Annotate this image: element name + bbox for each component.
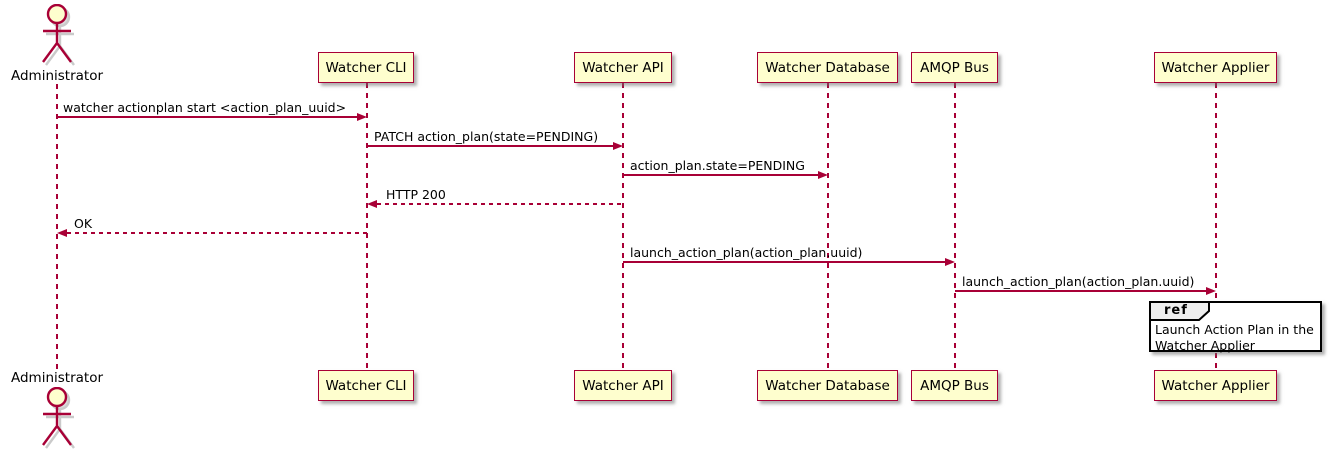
- participant-label: Watcher API: [582, 59, 664, 76]
- arrowhead-right-icon: [613, 141, 623, 150]
- lifeline-watcher-database: [827, 83, 829, 370]
- ref-tab-shape: [1149, 301, 1210, 321]
- participant-watcher-cli-bottom: Watcher CLI: [318, 370, 414, 401]
- participant-label: Watcher Applier: [1161, 377, 1270, 394]
- message-label-6: launch_action_plan(action_plan.uuid): [630, 245, 863, 260]
- lifeline-watcher-api: [622, 83, 624, 370]
- participant-label: AMQP Bus: [920, 59, 989, 76]
- message-label-5: OK: [74, 216, 93, 231]
- message-line-6: [623, 261, 945, 263]
- lifeline-watcher-applier: [1215, 83, 1217, 370]
- lifeline-administrator: [56, 84, 58, 370]
- participant-label: Watcher Applier: [1161, 59, 1270, 76]
- actor-label-bottom: Administrator: [10, 370, 104, 386]
- participant-label: Watcher Database: [765, 377, 890, 394]
- actor-icon: [42, 4, 75, 66]
- participant-amqp-bus-top: AMQP Bus: [911, 52, 998, 83]
- arrowhead-right-icon: [945, 257, 955, 266]
- participant-watcher-applier-bottom: Watcher Applier: [1154, 370, 1277, 401]
- lifeline-amqp-bus: [954, 83, 956, 370]
- message-line-7: [955, 290, 1206, 292]
- participant-label: Watcher CLI: [325, 377, 407, 394]
- message-label-1: watcher actionplan start <action_plan_uu…: [63, 100, 347, 115]
- arrowhead-left-icon: [367, 199, 377, 208]
- participant-label: Watcher API: [582, 377, 664, 394]
- participant-watcher-api-bottom: Watcher API: [574, 370, 672, 401]
- message-label-7: launch_action_plan(action_plan.uuid): [962, 274, 1195, 289]
- participant-amqp-bus-bottom: AMQP Bus: [911, 370, 998, 401]
- ref-text-line2: Watcher Applier: [1155, 338, 1255, 353]
- actor-label-top: Administrator: [10, 68, 104, 84]
- participant-watcher-applier-top: Watcher Applier: [1154, 52, 1277, 83]
- participant-label: AMQP Bus: [920, 377, 989, 394]
- ref-text: Launch Action Plan in the Watcher Applie…: [1155, 322, 1318, 354]
- participant-watcher-cli-top: Watcher CLI: [318, 52, 414, 83]
- ref-keyword: ref: [1164, 303, 1188, 318]
- message-line-2: [367, 145, 614, 147]
- message-label-3: action_plan.state=PENDING: [630, 158, 805, 173]
- actor-icon: [42, 387, 75, 449]
- lifeline-watcher-cli: [366, 83, 368, 370]
- message-label-4: HTTP 200: [386, 187, 446, 202]
- arrowhead-right-icon: [357, 112, 367, 121]
- participant-label: Watcher CLI: [325, 59, 407, 76]
- participant-watcher-database-top: Watcher Database: [757, 52, 898, 83]
- arrowhead-right-icon: [1206, 286, 1216, 295]
- ref-text-line1: Launch Action Plan in the: [1155, 322, 1314, 337]
- message-line-1: [57, 116, 358, 118]
- participant-watcher-database-bottom: Watcher Database: [757, 370, 898, 401]
- participant-watcher-api-top: Watcher API: [574, 52, 672, 83]
- message-line-5: [67, 232, 367, 234]
- arrowhead-right-icon: [818, 170, 828, 179]
- message-line-4: [377, 203, 623, 205]
- participant-label: Watcher Database: [765, 59, 890, 76]
- message-label-2: PATCH action_plan(state=PENDING): [374, 129, 599, 144]
- ref-fragment: ref Launch Action Plan in the Watcher Ap…: [1149, 301, 1322, 354]
- message-line-3: [623, 174, 819, 176]
- arrowhead-left-icon: [57, 228, 67, 237]
